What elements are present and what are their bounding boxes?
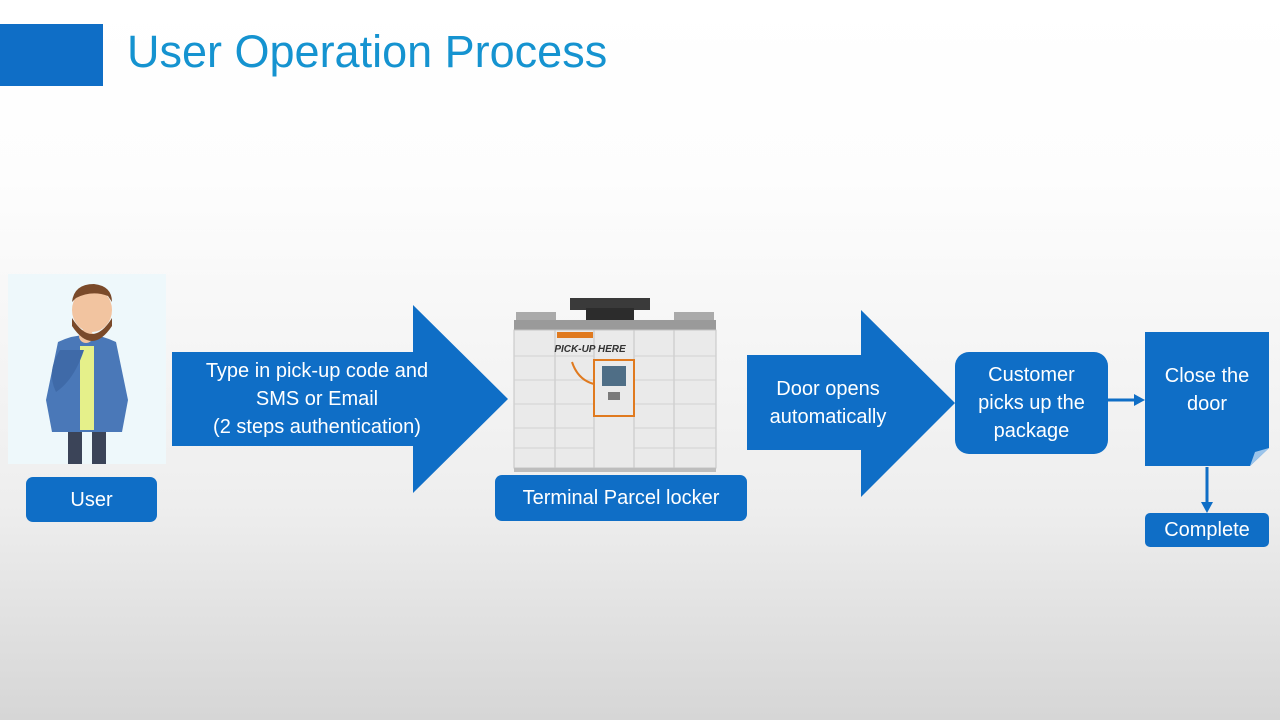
- user-label: User: [26, 477, 157, 522]
- customer-picks-up-box: Customer picks up the package: [955, 352, 1108, 454]
- title-accent-bar: [0, 24, 103, 86]
- connector-arrow-to-complete: [1201, 467, 1213, 513]
- step-arrow-2: [747, 310, 955, 497]
- step-arrow-1: [172, 305, 508, 493]
- step1-text: Type in pick-up code and SMS or Email (2…: [205, 360, 429, 438]
- user-illustration: [8, 274, 166, 464]
- close-door-shape: [1145, 332, 1269, 466]
- parcel-locker-illustration: PICK-UP HERE: [513, 298, 717, 472]
- complete-label: Complete: [1145, 513, 1269, 547]
- step2-text: Door opens automatically: [769, 378, 887, 428]
- close-door-text: Close the door: [1164, 365, 1250, 415]
- locker-signage: PICK-UP HERE: [554, 344, 626, 355]
- terminal-locker-label: Terminal Parcel locker: [495, 475, 747, 521]
- connector-arrow-to-close-door: [1108, 394, 1145, 406]
- folded-corner: [1250, 448, 1269, 466]
- page-title: User Operation Process: [127, 26, 608, 77]
